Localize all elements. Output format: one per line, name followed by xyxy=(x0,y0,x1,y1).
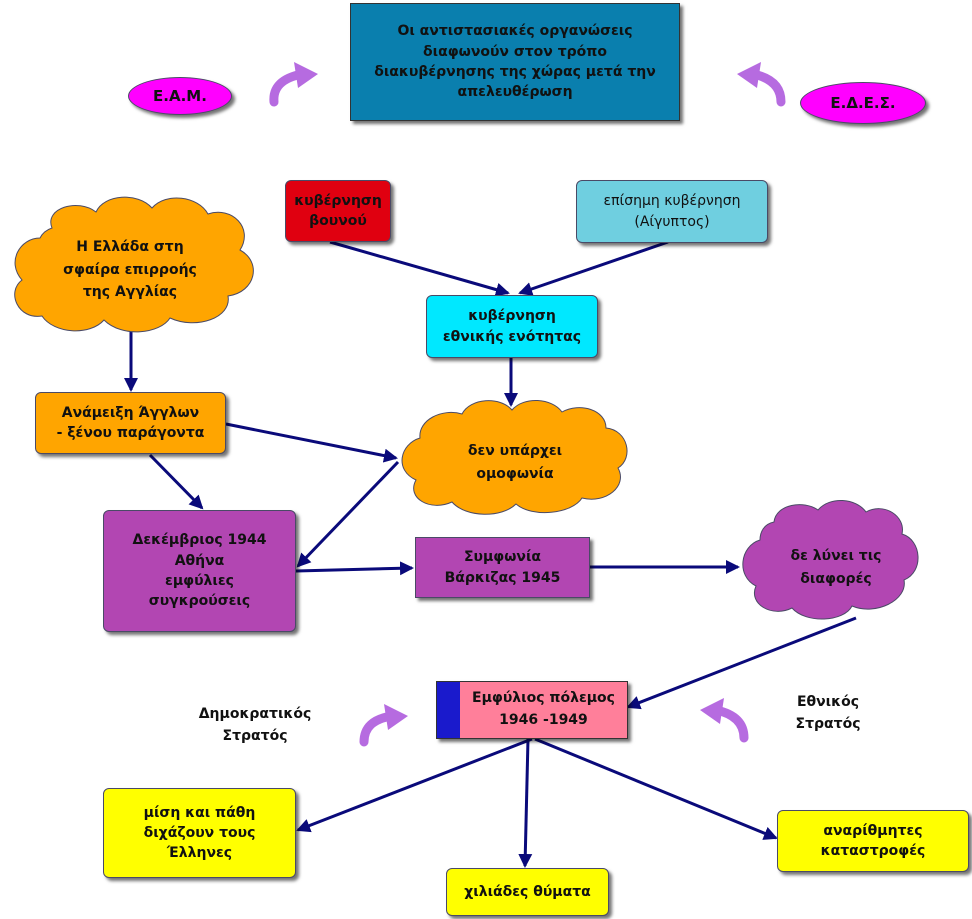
arrow-mountain-to-unity xyxy=(329,240,510,297)
varkiza-box: Συμφωνία Βάρκιζας 1945 xyxy=(415,537,590,598)
british-involvement-label: Ανάμειξη Άγγλων - ξένου παράγοντα xyxy=(56,404,205,441)
thousands-victims-box: χιλιάδες θύματα xyxy=(446,868,609,916)
disasters-box: αναρίθμητες καταστροφές xyxy=(777,810,969,872)
official-government-box: επίσημη κυβέρνηση (Αίγυπτος) xyxy=(576,180,768,243)
official-government-label: επίσημη κυβέρνηση (Αίγυπτος) xyxy=(603,193,741,230)
curved-arrow-national xyxy=(700,698,749,743)
arrow-no-agreement-to-december xyxy=(296,460,400,568)
civil-war-blue-bar xyxy=(437,682,460,738)
arrow-civilwar-to-disasters xyxy=(534,737,778,840)
cloud-no-agreement xyxy=(401,400,628,515)
not-resolved-cloud-text: δε λύνει τις διαφορές xyxy=(790,548,882,587)
curved-arrow-democratic xyxy=(359,704,408,747)
hatred-box: μίση και πάθη διχάζουν τους Έλληνες xyxy=(103,788,296,878)
december-1944-box: Δεκέμβριος 1944 Αθήνα εμφύλιες συγκρούσε… xyxy=(103,510,296,632)
cloud-not-resolved xyxy=(742,500,919,620)
curved-arrow-edes xyxy=(737,62,786,107)
eam-label: Ε.Α.Μ. xyxy=(153,87,207,105)
edes-oval: Ε.Δ.Ε.Σ. xyxy=(800,82,926,124)
eam-oval: Ε.Α.Μ. xyxy=(128,77,232,115)
disasters-label: αναρίθμητες καταστροφές xyxy=(820,822,926,859)
british-involvement-box: Ανάμειξη Άγγλων - ξένου παράγοντα xyxy=(35,392,226,454)
arrow-involvement-to-december xyxy=(148,453,204,510)
democratic-army-label: Δημοκρατικός Στρατός xyxy=(198,706,312,745)
national-army-label: Εθνικός Στρατός xyxy=(795,694,861,733)
cloud-england xyxy=(14,196,254,333)
top-title-box: Οι αντιστασιακές οργανώσεις διαφωνούν στ… xyxy=(350,3,680,121)
no-agreement-cloud-text: δεν υπάρχει ομοφωνία xyxy=(467,443,563,482)
national-unity-label: κυβέρνηση εθνικής ενότητας xyxy=(442,308,582,345)
curved-arrow-eam xyxy=(269,62,318,107)
arrow-involvement-to-no-agreement xyxy=(225,422,398,463)
mountain-government-box: κυβέρνηση βουνού xyxy=(285,180,391,242)
thousands-victims-label: χιλιάδες θύματα xyxy=(464,883,591,900)
civil-war-box: Εμφύλιος πόλεμος 1946 -1949 xyxy=(436,681,628,739)
arrow-civilwar-to-victims xyxy=(518,738,533,868)
mountain-government-label: κυβέρνηση βουνού xyxy=(294,192,382,229)
arrow-december-to-varkiza xyxy=(295,561,414,576)
england-cloud-text: Η Ελλάδα στη σφαίρα επιρροής της Αγγλίας xyxy=(63,239,197,301)
varkiza-label: Συμφωνία Βάρκιζας 1945 xyxy=(444,549,561,586)
national-unity-box: κυβέρνηση εθνικής ενότητας xyxy=(426,295,598,358)
arrow-official-to-unity xyxy=(518,240,669,296)
arrow-not-resolved-to-civilwar xyxy=(626,616,857,710)
top-title-text: Οι αντιστασιακές οργανώσεις διαφωνούν στ… xyxy=(374,23,656,101)
hatred-label: μίση και πάθη διχάζουν τους Έλληνες xyxy=(143,804,256,862)
edes-label: Ε.Δ.Ε.Σ. xyxy=(830,94,896,112)
civil-war-label: Εμφύλιος πόλεμος 1946 -1949 xyxy=(472,690,615,728)
december-1944-label: Δεκέμβριος 1944 Αθήνα εμφύλιες συγκρούσε… xyxy=(132,532,267,610)
arrow-civilwar-to-hatred xyxy=(296,737,533,833)
